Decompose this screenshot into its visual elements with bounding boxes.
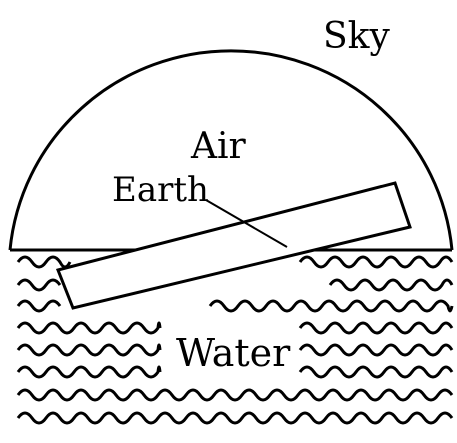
wave-line — [300, 323, 452, 333]
wave-line — [330, 280, 452, 290]
sky-label: Sky — [323, 16, 390, 57]
wave-line — [18, 323, 160, 333]
wave-line — [210, 301, 452, 311]
air-label: Air — [190, 126, 247, 167]
wave-line — [300, 257, 452, 267]
wave-line — [18, 301, 60, 311]
wave-line — [18, 345, 160, 355]
wave-line — [18, 413, 452, 423]
wave-line — [18, 280, 60, 290]
wave-line — [18, 367, 160, 377]
water-label: Water — [176, 331, 291, 375]
earth-label: Earth — [112, 170, 209, 210]
wave-line — [300, 367, 452, 377]
wave-line — [18, 257, 70, 267]
wave-line — [300, 345, 452, 355]
earth-slab — [58, 183, 410, 308]
wave-line — [18, 390, 452, 400]
